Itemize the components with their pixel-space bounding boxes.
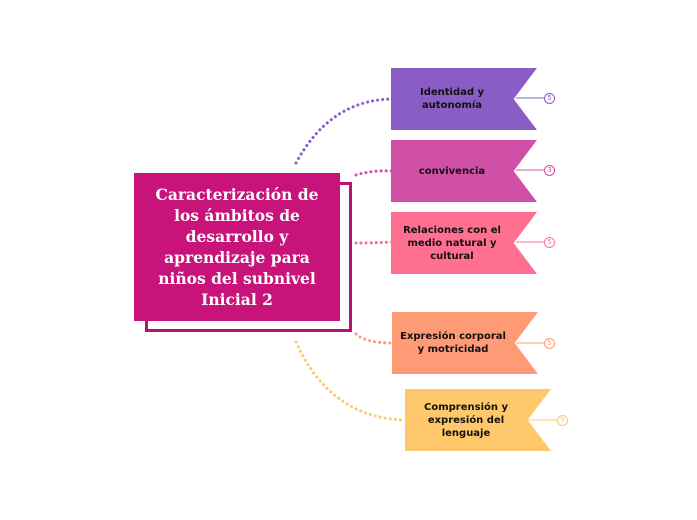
- branch-comprension-lenguaje[interactable]: Comprensión y expresión del lenguaje: [405, 389, 551, 451]
- branch-label: Identidad y autonomía: [419, 87, 485, 111]
- connector-comprension: [294, 340, 407, 422]
- count-badge-relaciones[interactable]: 5: [544, 237, 555, 248]
- count-badge-expresion[interactable]: 5: [544, 338, 555, 349]
- branch-relaciones-medio[interactable]: Relaciones con el medio natural y cultur…: [391, 212, 537, 274]
- count-badge-comprension[interactable]: 5: [557, 415, 568, 426]
- branch-label: Relaciones con el medio natural y cultur…: [403, 224, 501, 262]
- branch-identidad-autonomia[interactable]: Identidad y autonomía: [391, 68, 537, 130]
- connector-convivencia: [354, 169, 394, 177]
- central-topic-label: Caracterización de los ámbitos de desarr…: [155, 185, 319, 309]
- central-topic[interactable]: Caracterización de los ámbitos de desarr…: [134, 173, 340, 321]
- count-badge-identidad[interactable]: 5: [544, 93, 555, 104]
- branch-expresion-corporal[interactable]: Expresión corporal y motricidad: [392, 312, 538, 374]
- count-badge-convivencia[interactable]: 3: [544, 165, 555, 176]
- branch-convivencia[interactable]: convivencia: [391, 140, 537, 202]
- branch-label: Expresión corporal y motricidad: [400, 331, 506, 355]
- connector-relaciones: [354, 240, 394, 245]
- connector-identidad: [294, 97, 394, 165]
- branch-label: convivencia: [418, 165, 486, 177]
- branch-label: Comprensión y expresión del lenguaje: [424, 401, 508, 439]
- connector-expresion: [354, 332, 394, 345]
